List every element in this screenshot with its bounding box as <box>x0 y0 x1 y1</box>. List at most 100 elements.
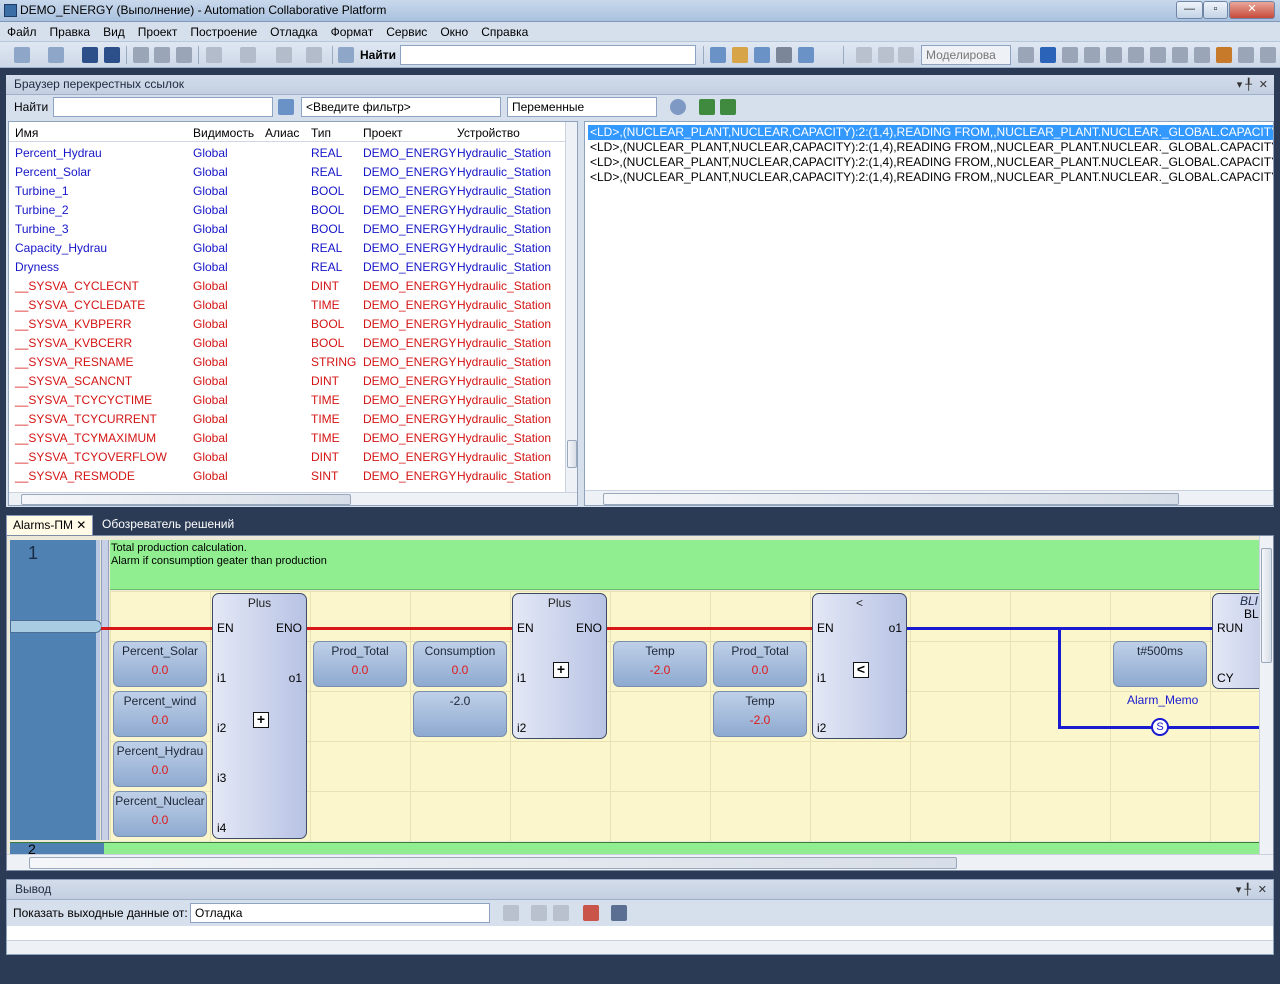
minimize-button[interactable]: — <box>1176 1 1203 19</box>
column-project[interactable]: Проект <box>363 126 403 140</box>
close-icon[interactable]: ✕ <box>1257 884 1267 896</box>
breakpoint-icon[interactable] <box>1128 47 1144 63</box>
search-icon[interactable] <box>670 99 686 115</box>
more-icon[interactable] <box>1260 47 1276 63</box>
solution-icon[interactable] <box>732 47 748 63</box>
menu-debug[interactable]: Отладка <box>270 25 318 39</box>
close-icon[interactable]: ✕ <box>1258 79 1268 91</box>
left-power-rail-contact[interactable] <box>10 620 102 633</box>
xref-find-input[interactable] <box>53 97 273 117</box>
menu-edit[interactable]: Правка <box>49 25 91 39</box>
open-icon[interactable] <box>48 47 64 63</box>
monitor-icon[interactable] <box>1172 47 1188 63</box>
find-in-files-icon[interactable] <box>710 47 726 63</box>
xref-table-vscroll[interactable] <box>565 122 577 492</box>
reference-item[interactable]: <LD>,(NUCLEAR_PLANT,NUCLEAR,CAPACITY):2:… <box>588 125 1273 140</box>
find-icon[interactable] <box>338 47 354 63</box>
word-wrap-icon[interactable] <box>611 905 627 921</box>
coil-variable-label[interactable]: Alarm_Memo <box>1127 693 1199 707</box>
output-source-select[interactable]: Отладка <box>190 903 490 923</box>
pin-icon[interactable]: ▾ ╀ <box>1235 884 1251 896</box>
undo-icon[interactable] <box>206 47 222 63</box>
xref-category-select[interactable]: Переменные <box>507 97 657 117</box>
io-icon[interactable] <box>856 47 872 63</box>
refs-hscroll[interactable] <box>585 490 1273 505</box>
next-message-icon[interactable] <box>553 905 569 921</box>
new-icon[interactable] <box>14 47 30 63</box>
cut-icon[interactable] <box>133 47 149 63</box>
menu-window[interactable]: Окно <box>440 25 469 39</box>
find-input[interactable] <box>400 45 696 65</box>
clear-all-icon[interactable] <box>583 905 599 921</box>
xref-table-hscroll[interactable] <box>9 492 577 505</box>
io2-icon[interactable] <box>878 47 894 63</box>
close-icon[interactable]: ✕ <box>76 518 87 532</box>
var-t500ms[interactable]: t#500ms <box>1113 641 1207 687</box>
stop-icon[interactable] <box>1040 47 1056 63</box>
run-icon[interactable] <box>1018 47 1034 63</box>
editor-hscroll[interactable] <box>7 854 1273 870</box>
paste-icon[interactable] <box>176 47 192 63</box>
prev-message-icon[interactable] <box>531 905 547 921</box>
rung-comment[interactable]: Total production calculation. Alarm if c… <box>110 540 1260 590</box>
watch-icon[interactable] <box>1150 47 1166 63</box>
menu-format[interactable]: Формат <box>330 25 374 39</box>
menu-tools[interactable]: Сервис <box>386 25 428 39</box>
force-icon[interactable] <box>1216 47 1232 63</box>
fb-plus-1[interactable]: Plus EN ENO i1 o1 i2 i3 i4 + <box>212 593 307 839</box>
trace-icon[interactable] <box>1194 47 1210 63</box>
var-temp[interactable]: Temp-2.0 <box>613 641 707 687</box>
reference-item[interactable]: <LD>,(NUCLEAR_PLANT,NUCLEAR,CAPACITY):2:… <box>590 140 1274 154</box>
copy-icon[interactable] <box>154 47 170 63</box>
io3-icon[interactable] <box>898 47 914 63</box>
step-over-icon[interactable] <box>1084 47 1100 63</box>
set-coil[interactable]: S <box>1151 718 1169 736</box>
layout-icon[interactable] <box>798 47 814 63</box>
editor-vscroll[interactable] <box>1259 536 1273 854</box>
var-temp-2[interactable]: Temp-2.0 <box>713 691 807 737</box>
maximize-button[interactable]: ▫ <box>1203 1 1228 19</box>
column-name[interactable]: Имя <box>15 126 39 140</box>
pin-icon[interactable]: ▾ ╀ <box>1236 79 1252 91</box>
tab-solution-explorer[interactable]: Обозреватель решений <box>102 517 235 531</box>
var-constant[interactable]: -2.0 <box>413 691 507 737</box>
menu-build[interactable]: Построение <box>190 25 258 39</box>
menu-project[interactable]: Проект <box>137 25 178 39</box>
export-icon[interactable] <box>699 99 715 115</box>
tab-alarms[interactable]: Alarms-ПМ ✕ <box>6 515 94 535</box>
column-alias[interactable]: Алиас <box>265 126 300 140</box>
step-icon[interactable] <box>1062 47 1078 63</box>
column-type[interactable]: Тип <box>311 126 332 140</box>
import-icon[interactable] <box>720 99 736 115</box>
fb-less-than[interactable]: < EN o1 i1 i2 < <box>812 593 907 739</box>
fb-plus-2[interactable]: Plus EN ENO i1 i2 + <box>512 593 607 739</box>
reference-item[interactable]: <LD>,(NUCLEAR_PLANT,NUCLEAR,CAPACITY):2:… <box>590 170 1274 184</box>
save-all-icon[interactable] <box>104 47 120 63</box>
xref-filter-input[interactable]: <Введите фильтр> <box>301 97 501 117</box>
save-icon[interactable] <box>82 47 98 63</box>
goto-icon[interactable] <box>503 905 519 921</box>
tools-icon[interactable] <box>776 47 792 63</box>
